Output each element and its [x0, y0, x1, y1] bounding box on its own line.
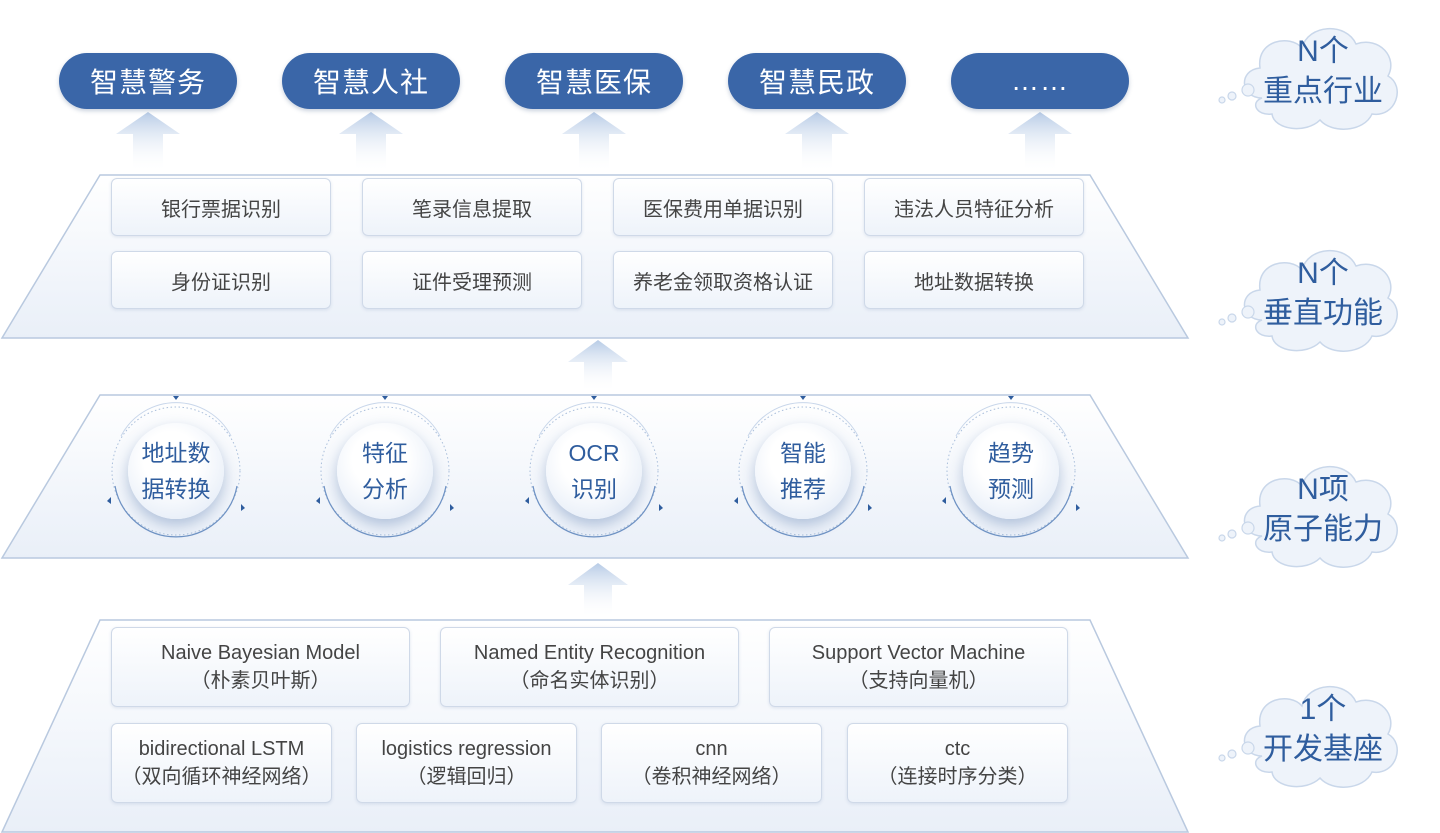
cloud-label: N项原子能力: [1212, 448, 1402, 578]
cloud-line: 1个: [1299, 693, 1347, 726]
function-box: 银行票据识别: [111, 178, 331, 236]
atom-capability: 地址数据转换: [101, 396, 251, 546]
model-box: ctc （连接时序分类）: [847, 723, 1068, 803]
atom-capability: 趋势预测: [936, 396, 1086, 546]
model-name: Naive Bayesian Model: [161, 642, 360, 664]
model-name: ctc: [944, 738, 971, 760]
cloud-icon: [1218, 250, 1398, 352]
ring-decoration: [107, 396, 245, 538]
function-box: 养老金领取资格认证: [613, 251, 833, 309]
industry-pill: 智慧人社: [282, 53, 460, 109]
model-box: bidirectional LSTM （双向循环神经网络）: [111, 723, 332, 803]
model-cn-name: （命名实体识别）: [509, 670, 670, 692]
atom-capability: 特征分析: [310, 396, 460, 546]
cloud-line: 重点行业: [1263, 75, 1383, 108]
atom-label: OCR: [568, 440, 620, 466]
model-cn-name: （双向循环神经网络）: [121, 766, 322, 788]
model-box: Naive Bayesian Model （朴素贝叶斯）: [111, 627, 410, 707]
industry-pill: 智慧医保: [505, 53, 683, 109]
cloud-line: N项: [1297, 473, 1349, 506]
model-cn-name: （支持向量机）: [848, 670, 989, 692]
function-box: 地址数据转换: [864, 251, 1084, 309]
atom-label: 趋势: [988, 440, 1034, 466]
cloud-label: N个重点行业: [1212, 10, 1402, 140]
function-box: 医保费用单据识别: [613, 178, 833, 236]
model-name: cnn: [695, 738, 728, 760]
ring-decoration: [942, 396, 1080, 538]
model-cn-name: （连接时序分类）: [877, 766, 1038, 788]
model-cn-name: （朴素贝叶斯）: [190, 670, 331, 692]
industry-pill: 智慧警务: [59, 53, 237, 109]
cloud-label: 1个开发基座: [1212, 668, 1402, 798]
atom-capability: OCR 识别: [519, 396, 669, 546]
atom-label: 据转换: [141, 476, 211, 502]
model-name: logistics regression: [381, 738, 552, 760]
function-box: 笔录信息提取: [362, 178, 582, 236]
cloud-icon: [1218, 686, 1398, 788]
model-name: Support Vector Machine: [811, 642, 1026, 664]
industry-pill: 智慧民政: [728, 53, 906, 109]
model-name: bidirectional LSTM: [138, 738, 305, 760]
atom-label: 识别: [571, 476, 617, 502]
atom-label: 地址数: [141, 440, 211, 466]
model-name: Named Entity Recognition: [473, 642, 706, 664]
function-box: 违法人员特征分析: [864, 178, 1084, 236]
cloud-line: 原子能力: [1263, 513, 1383, 546]
model-box: cnn （卷积神经网络）: [601, 723, 822, 803]
cloud-label: N个垂直功能: [1212, 232, 1402, 362]
cloud-line: 垂直功能: [1263, 297, 1383, 330]
model-box: Support Vector Machine （支持向量机）: [769, 627, 1068, 707]
cloud-icon: [1218, 28, 1398, 130]
atom-label: 分析: [362, 476, 408, 502]
model-box: logistics regression （逻辑回归）: [356, 723, 577, 803]
atom-label: 推荐: [780, 476, 826, 502]
cloud-line: N个: [1297, 35, 1349, 68]
ring-decoration: [734, 396, 872, 538]
atom-capability: 智能推荐: [728, 396, 878, 546]
cloud-line: 开发基座: [1263, 733, 1383, 766]
cloud-line: N个: [1297, 257, 1349, 290]
function-box: 身份证识别: [111, 251, 331, 309]
arrow-up: [116, 112, 1072, 618]
model-cn-name: （逻辑回归）: [406, 766, 527, 788]
ring-decoration: [525, 396, 663, 538]
atom-label: 智能: [780, 440, 826, 466]
industry-pill: ……: [951, 53, 1129, 109]
atom-label: 预测: [988, 476, 1034, 502]
atom-label: 特征: [362, 440, 408, 466]
model-box: Named Entity Recognition （命名实体识别）: [440, 627, 739, 707]
cloud-icon: [1218, 466, 1398, 568]
model-cn-name: （卷积神经网络）: [631, 766, 792, 788]
ring-decoration: [316, 396, 454, 538]
function-box: 证件受理预测: [362, 251, 582, 309]
